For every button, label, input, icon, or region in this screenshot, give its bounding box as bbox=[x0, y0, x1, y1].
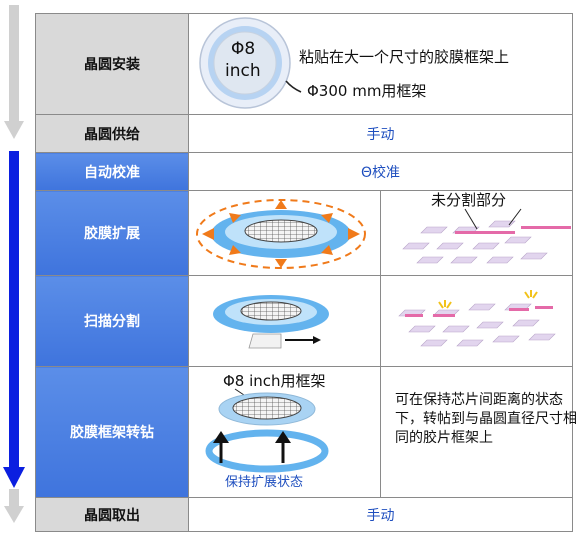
step-label: 扫描分割 bbox=[35, 275, 189, 367]
wafer-size-text: Φ8 bbox=[231, 39, 256, 59]
step-label: 晶圆取出 bbox=[35, 497, 189, 532]
gray-arrowhead-top bbox=[4, 121, 24, 139]
row-auto-align: 自动校准 Θ校准 bbox=[35, 152, 573, 191]
mount-content: Φ8 inch 粘贴在大一个尺寸的胶膜框架上 Φ300 mm用框架 bbox=[188, 13, 573, 115]
mount-text-line2: Φ300 mm用框架 bbox=[307, 82, 427, 100]
cut-chips-cell bbox=[380, 275, 573, 367]
unload-content: 手动 bbox=[188, 497, 573, 532]
cut-chips-illustration bbox=[398, 290, 556, 347]
transfer-note: 可在保持芯片间距离的状态下，转帖到与晶圆直径尺寸相同的胶片框架上 bbox=[395, 392, 577, 446]
row-scan-cut: 扫描分割 bbox=[35, 275, 573, 367]
chip-array-illustration bbox=[402, 208, 571, 264]
blue-arrow-shaft bbox=[9, 151, 19, 469]
gray-arrow-shaft-top bbox=[9, 5, 19, 121]
undivided-chips-cell: 未分割部分 bbox=[380, 190, 573, 276]
process-table: 晶圆安装 Φ8 inch 粘贴在大一个尺寸的胶膜框架上 Φ300 mm用框架 晶… bbox=[35, 13, 577, 532]
step-label: 自动校准 bbox=[35, 152, 189, 191]
align-content: Θ校准 bbox=[188, 152, 573, 191]
row-wafer-unload: 晶圆取出 手动 bbox=[35, 497, 573, 532]
wafer-frame-icon bbox=[199, 17, 302, 109]
supply-content: 手动 bbox=[188, 114, 573, 153]
expanding-film-illustration bbox=[196, 199, 366, 269]
flow-arrows bbox=[3, 5, 25, 523]
mount-text-line1: 粘贴在大一个尺寸的胶膜框架上 bbox=[299, 48, 510, 66]
scan-image-cell bbox=[188, 275, 381, 367]
wafer-unit-text: inch bbox=[225, 61, 261, 81]
transfer-note-cell: 可在保持芯片间距离的状态下，转帖到与晶圆直径尺寸相同的胶片框架上 bbox=[380, 366, 577, 498]
gray-arrowhead-bottom bbox=[4, 506, 24, 523]
keep-expanded-label: 保持扩展状态 bbox=[225, 475, 304, 490]
step-label: 晶圆供给 bbox=[35, 114, 189, 153]
undivided-label: 未分割部分 bbox=[431, 191, 507, 209]
step-label: 晶圆安装 bbox=[35, 13, 189, 115]
row-wafer-supply: 晶圆供给 手动 bbox=[35, 114, 573, 153]
row-film-frame-transfer: 胶膜框架转钻 Φ8 inch用框架 保持扩展状态 bbox=[35, 366, 577, 498]
row-wafer-mount: 晶圆安装 Φ8 inch 粘贴在大一个尺寸的胶膜框架上 Φ300 mm用框架 bbox=[35, 13, 573, 115]
frame-label: Φ8 inch用框架 bbox=[223, 372, 326, 390]
scanning-illustration bbox=[213, 295, 329, 349]
gray-arrow-shaft-bottom bbox=[9, 489, 19, 507]
row-film-expand: 胶膜扩展 bbox=[35, 190, 573, 276]
frame-transfer-illustration bbox=[205, 388, 329, 473]
transfer-image-cell: Φ8 inch用框架 保持扩展状态 bbox=[188, 366, 381, 498]
step-label: 胶膜扩展 bbox=[35, 190, 189, 276]
expand-image-cell bbox=[188, 190, 381, 276]
blue-arrowhead bbox=[3, 467, 25, 488]
step-label: 胶膜框架转钻 bbox=[35, 366, 189, 498]
